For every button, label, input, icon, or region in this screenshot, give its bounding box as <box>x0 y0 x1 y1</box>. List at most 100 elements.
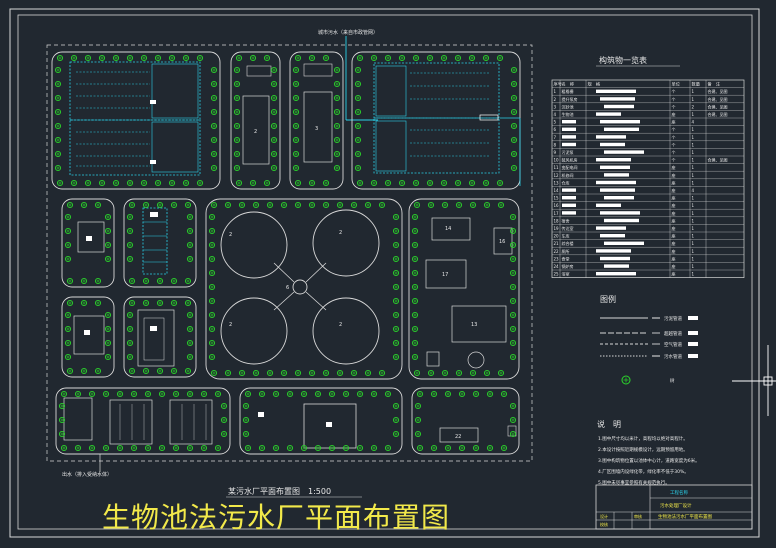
tree-icon <box>252 201 260 209</box>
tree-icon <box>233 94 241 102</box>
tree-icon <box>186 311 194 319</box>
tree-icon <box>509 227 517 235</box>
tree-icon <box>154 54 162 62</box>
tree-icon <box>468 54 476 62</box>
tree-icon <box>322 369 330 377</box>
table-cell: 合建、见图 <box>708 96 728 102</box>
tree-icon <box>500 390 508 398</box>
tree-icon <box>54 80 62 88</box>
tree-icon <box>398 54 406 62</box>
tree-icon <box>509 297 517 305</box>
tree-icon <box>208 297 216 305</box>
table-name-bar <box>562 203 576 207</box>
tree-icon <box>196 54 204 62</box>
tree-icon <box>210 80 218 88</box>
tree-icon <box>444 390 452 398</box>
tree-icon <box>214 444 222 452</box>
table-header-cell: 备 注 <box>708 81 721 88</box>
table-cell: 1 <box>692 158 695 163</box>
tree-icon <box>370 54 378 62</box>
table-cell: 18 <box>554 218 560 223</box>
tree-icon <box>142 201 150 209</box>
drawing-caption: 生物池法污水厂平面布置图 <box>102 501 451 534</box>
tree-icon <box>208 269 216 277</box>
tree-icon <box>233 164 241 172</box>
tree-icon <box>509 416 517 424</box>
tree-icon <box>242 416 250 424</box>
table-cell: 2 <box>554 97 557 102</box>
tree-icon <box>509 430 517 438</box>
tree-icon <box>270 136 278 144</box>
tree-icon <box>370 390 378 398</box>
tree-icon <box>496 179 504 187</box>
table-cell: 1 <box>692 135 695 140</box>
tree-icon <box>356 179 364 187</box>
tree-icon <box>200 444 208 452</box>
tree-icon <box>482 179 490 187</box>
table-cell: 座 <box>672 210 676 216</box>
tree-icon <box>220 416 228 424</box>
tree-icon <box>314 390 322 398</box>
tree-icon <box>266 369 274 377</box>
tree-icon <box>182 54 190 62</box>
table-cell: 传达室 <box>562 225 574 231</box>
box-label-14: 14 <box>445 226 451 232</box>
legend-swatch <box>688 342 698 346</box>
tree-icon <box>210 369 218 377</box>
note-line: 3.图中构筑物位置以池体中心计，道路宽度为6米。 <box>598 457 700 464</box>
tree-icon <box>472 390 480 398</box>
tree-icon <box>414 430 422 438</box>
table-cell: 21 <box>554 241 560 246</box>
tree-icon <box>220 430 228 438</box>
table-cell: 个 <box>672 97 676 102</box>
table-cell: 座 <box>672 187 676 193</box>
crosshair-cursor[interactable] <box>732 345 776 416</box>
tree-icon <box>126 255 134 263</box>
block-f <box>123 198 197 288</box>
table-cell: 24 <box>554 264 560 269</box>
tree-icon <box>186 339 194 347</box>
table-cell: 20 <box>554 234 560 239</box>
table-cell: 座 <box>672 255 676 261</box>
tb-project: 污水处理厂设计 <box>660 502 692 509</box>
legend-title: 图例 <box>600 294 616 304</box>
tree-icon <box>411 339 419 347</box>
tree-icon <box>292 136 300 144</box>
tree-icon <box>233 136 241 144</box>
table-spec-bar <box>600 142 625 147</box>
tree-icon <box>182 179 190 187</box>
tb-drawing-name: 生物池法污水厂平面布置图 <box>658 513 712 520</box>
tree-icon <box>364 201 372 209</box>
table-cell: 1 <box>692 180 695 185</box>
tree-icon <box>294 201 302 209</box>
tree-icon <box>354 150 362 158</box>
clarifier-label-3: 2 <box>229 322 232 328</box>
table-cell: 综合楼 <box>562 240 574 246</box>
tree-icon <box>509 213 517 221</box>
tree-icon <box>158 390 166 398</box>
scale-title: 某污水厂平面布置图 1:500 <box>228 486 331 496</box>
legend-swatch <box>688 354 698 358</box>
tree-icon <box>286 444 294 452</box>
tree-icon <box>354 94 362 102</box>
table-cell: 合建、见图 <box>708 88 728 94</box>
tree-icon <box>370 179 378 187</box>
tree-icon <box>270 108 278 116</box>
tree-icon <box>270 122 278 130</box>
tree-icon <box>208 311 216 319</box>
tree-icon <box>156 367 164 375</box>
svg-text:2: 2 <box>254 129 257 135</box>
tree-icon <box>336 201 344 209</box>
tree-icon <box>54 122 62 130</box>
block-a-bio-tanks <box>51 51 221 190</box>
tree-icon <box>280 201 288 209</box>
tree-icon <box>483 201 491 209</box>
tree-icon <box>64 325 72 333</box>
table-header-cell: 单位 <box>672 81 680 88</box>
tree-icon <box>510 150 518 158</box>
legend-label: 污泥管道 <box>664 315 682 322</box>
tree-icon <box>427 201 435 209</box>
tree-icon <box>454 54 462 62</box>
table-cell: 个 <box>672 158 676 163</box>
table-name-bar <box>562 142 576 147</box>
